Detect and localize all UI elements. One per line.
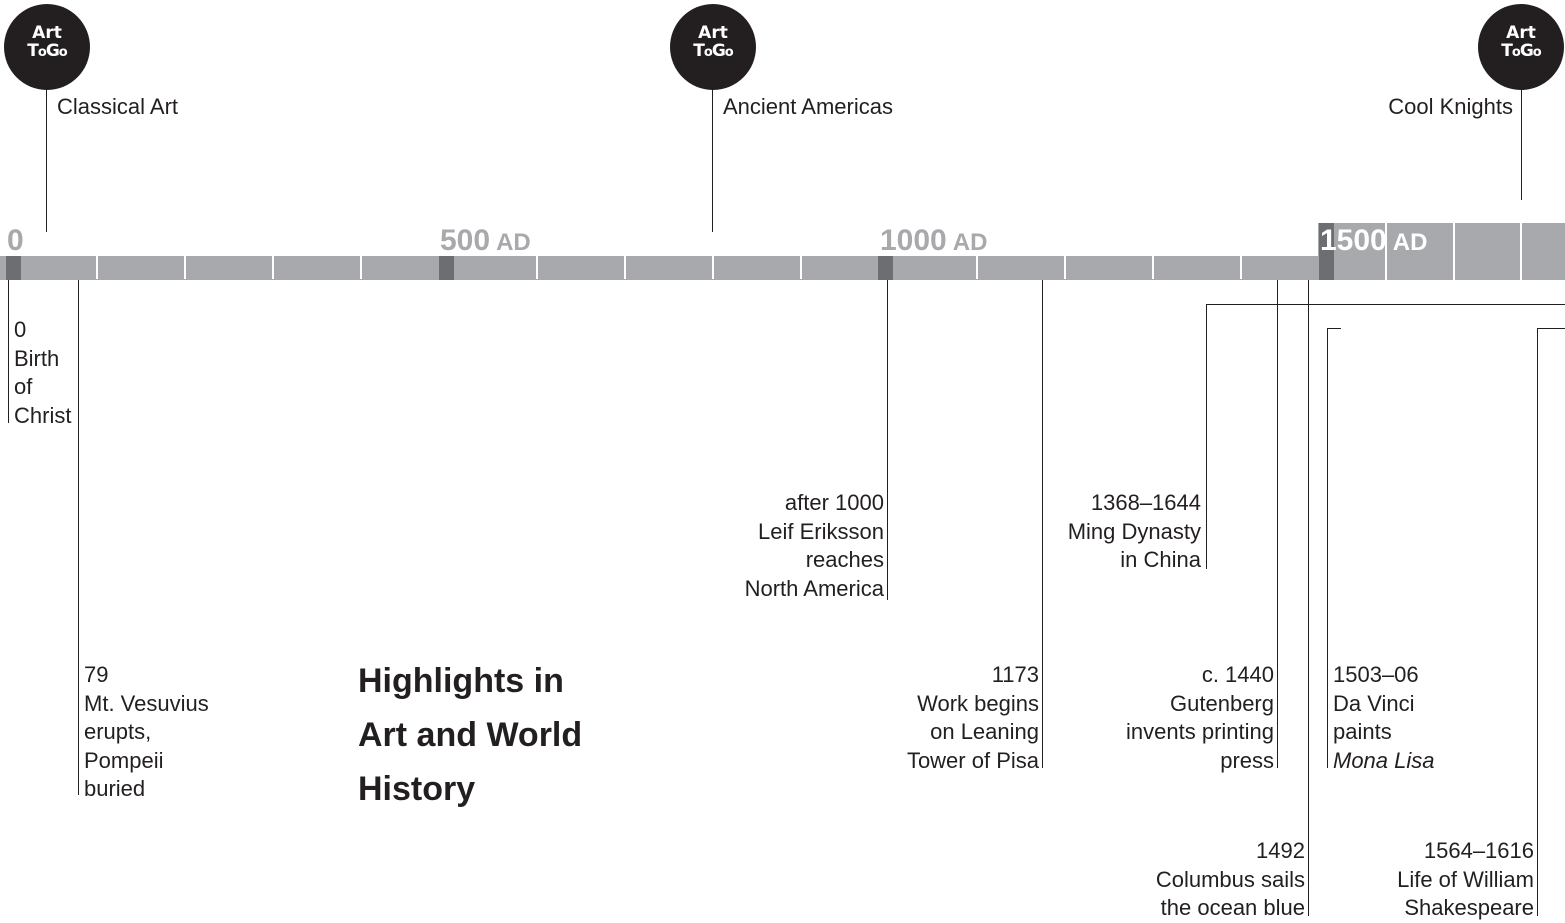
art-to-go-logo-classical: Art ToGo [4, 4, 90, 90]
knights-connector [1521, 88, 1522, 200]
timeline-major-tick-1000 [878, 256, 893, 280]
mona-lisa-title: Mona Lisa [1333, 747, 1435, 773]
timeline-major-tick-1500 [1319, 223, 1334, 280]
event-leaning-tower: 1173 Work begins on Leaning Tower of Pis… [906, 662, 1039, 773]
timeline-tick [1064, 256, 1066, 279]
timeline-tick [976, 256, 978, 279]
event-gutenberg: c. 1440 Gutenberg invents printing press [1126, 662, 1274, 773]
timeline-tick [800, 256, 802, 279]
timeline-tick [360, 256, 362, 279]
event-ming-dynasty: 1368–1644 Ming Dynasty in China [1067, 490, 1201, 572]
event-mona-lisa: 1503–06 Da Vinci paints Mona Lisa [1333, 662, 1435, 773]
monalisa-bracket [1327, 328, 1341, 329]
americas-connector [712, 88, 713, 232]
event-columbus: 1492 Columbus sails the ocean blue [1155, 838, 1305, 920]
event-leif-eriksson: after 1000 Leif Eriksson reaches North A… [744, 490, 884, 601]
vesuvius-connector [78, 280, 79, 795]
monalisa-connector [1327, 328, 1328, 768]
timeline-tick [1453, 223, 1455, 280]
pisa-connector [1042, 280, 1043, 768]
topic-ancient-americas[interactable]: Ancient Americas [723, 94, 893, 119]
timeline-tick [1240, 256, 1242, 279]
event-shakespeare: 1564–1616 Life of William Shakespeare [1397, 838, 1534, 920]
columbus-connector [1308, 280, 1309, 916]
topic-classical-art[interactable]: Classical Art [57, 94, 179, 119]
event-birth-of-christ: 0 Birth of Christ [14, 317, 72, 428]
timeline-major-tick-0 [6, 256, 21, 280]
timeline-tick [624, 256, 626, 279]
timeline-tick [536, 256, 538, 279]
art-to-go-logo-knights: Art ToGo [1478, 4, 1564, 90]
shakespeare-bracket [1537, 328, 1565, 329]
timeline-tick [1152, 256, 1154, 279]
birth-connector [8, 280, 9, 423]
timeline-bar [0, 256, 1565, 280]
timeline-tick [1520, 223, 1522, 280]
art-to-go-logo-americas: Art ToGo [670, 4, 756, 90]
timeline-tick [1385, 223, 1387, 280]
logo-text-2: ToGo [27, 41, 67, 61]
classical-connector [46, 88, 47, 232]
timeline-major-tick-500 [439, 256, 454, 280]
ming-connector [1206, 304, 1207, 569]
gutenberg-connector [1277, 280, 1278, 768]
page-title: Highlights in Art and World History [358, 662, 583, 808]
timeline-tick [712, 256, 714, 279]
timeline-tick [272, 256, 274, 279]
logo-text: Art [1506, 23, 1536, 43]
shakespeare-connector [1537, 328, 1538, 916]
timeline-tick [96, 256, 98, 279]
timeline-tick [184, 256, 186, 279]
ming-bracket [1206, 304, 1565, 305]
topic-cool-knights[interactable]: Cool Knights [1388, 94, 1513, 119]
leif-connector [887, 280, 888, 600]
logo-text-2: ToGo [1501, 41, 1541, 61]
logo-text: Art [698, 23, 728, 43]
event-vesuvius: 79 Mt. Vesuvius erupts, Pompeii buried [84, 662, 209, 801]
logo-text-2: ToGo [693, 41, 733, 61]
axis-label-0: 0 [7, 224, 24, 257]
logo-text: Art [32, 23, 62, 43]
